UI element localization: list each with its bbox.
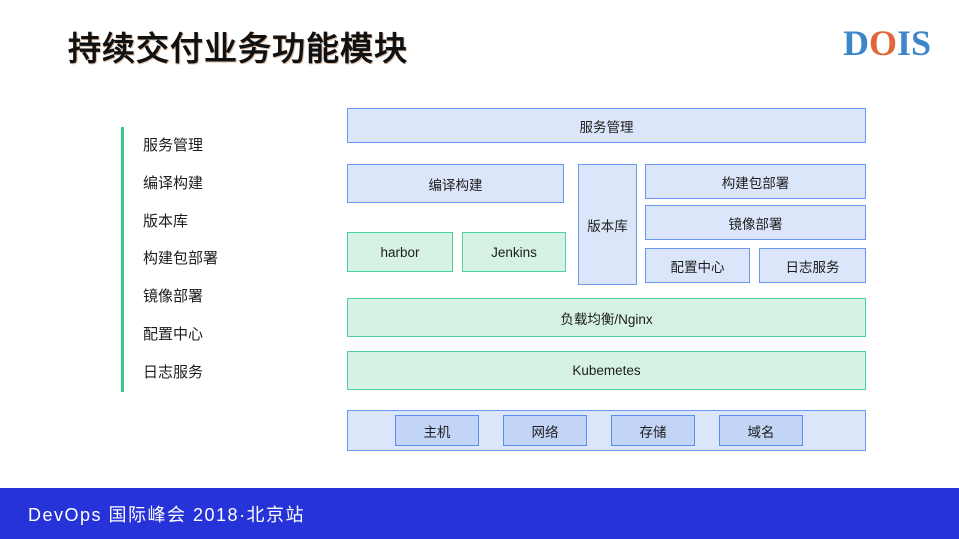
dois-logo: DOIS xyxy=(843,25,931,61)
logo-letter-o: O xyxy=(868,23,897,63)
block-host[interactable]: 主机 xyxy=(395,415,479,446)
architecture-diagram: 服务管理 编译构建 harbor Jenkins 版本库 构建包部署 镜像部署 … xyxy=(347,108,866,451)
legend-item-package-deploy[interactable]: 构建包部署 xyxy=(143,250,219,268)
block-compile-build[interactable]: 编译构建 xyxy=(347,164,564,203)
legend-accent-bar xyxy=(121,127,124,392)
legend-items: 服务管理 编译构建 版本库 构建包部署 镜像部署 配置中心 日志服务 xyxy=(143,127,318,392)
block-version-repository[interactable]: 版本库 xyxy=(578,164,637,285)
legend-item-version-repo[interactable]: 版本库 xyxy=(143,212,189,230)
legend-item-image-deploy[interactable]: 镜像部署 xyxy=(143,288,204,306)
infrastructure-row: 主机 网络 存储 域名 xyxy=(347,410,866,451)
block-service-management[interactable]: 服务管理 xyxy=(347,108,866,143)
legend-item-compile-build[interactable]: 编译构建 xyxy=(143,174,204,192)
legend-list: 服务管理 编译构建 版本库 构建包部署 镜像部署 配置中心 日志服务 xyxy=(121,127,321,392)
block-load-balancer[interactable]: 负载均衡/Nginx xyxy=(347,298,866,337)
footer-bar: DevOps 国际峰会 2018·北京站 xyxy=(0,488,959,539)
legend-item-config-center[interactable]: 配置中心 xyxy=(143,325,204,343)
page-title: 持续交付业务功能模块 xyxy=(68,30,408,67)
block-config-center[interactable]: 配置中心 xyxy=(645,248,750,283)
legend-item-service-management[interactable]: 服务管理 xyxy=(143,137,204,154)
block-package-deploy[interactable]: 构建包部署 xyxy=(645,164,866,199)
logo-letters-is: IS xyxy=(896,23,931,63)
block-network[interactable]: 网络 xyxy=(503,415,587,446)
block-storage[interactable]: 存储 xyxy=(611,415,695,446)
footer-text: DevOps 国际峰会 2018·北京站 xyxy=(28,505,306,525)
block-domain[interactable]: 域名 xyxy=(719,415,803,446)
block-log-service[interactable]: 日志服务 xyxy=(759,248,866,283)
legend-item-log-service[interactable]: 日志服务 xyxy=(143,363,204,381)
block-jenkins[interactable]: Jenkins xyxy=(462,232,566,272)
block-kubernetes[interactable]: Kubemetes xyxy=(347,351,866,390)
block-harbor[interactable]: harbor xyxy=(347,232,453,272)
logo-letter-d: D xyxy=(842,23,869,63)
block-image-deploy[interactable]: 镜像部署 xyxy=(645,205,866,240)
